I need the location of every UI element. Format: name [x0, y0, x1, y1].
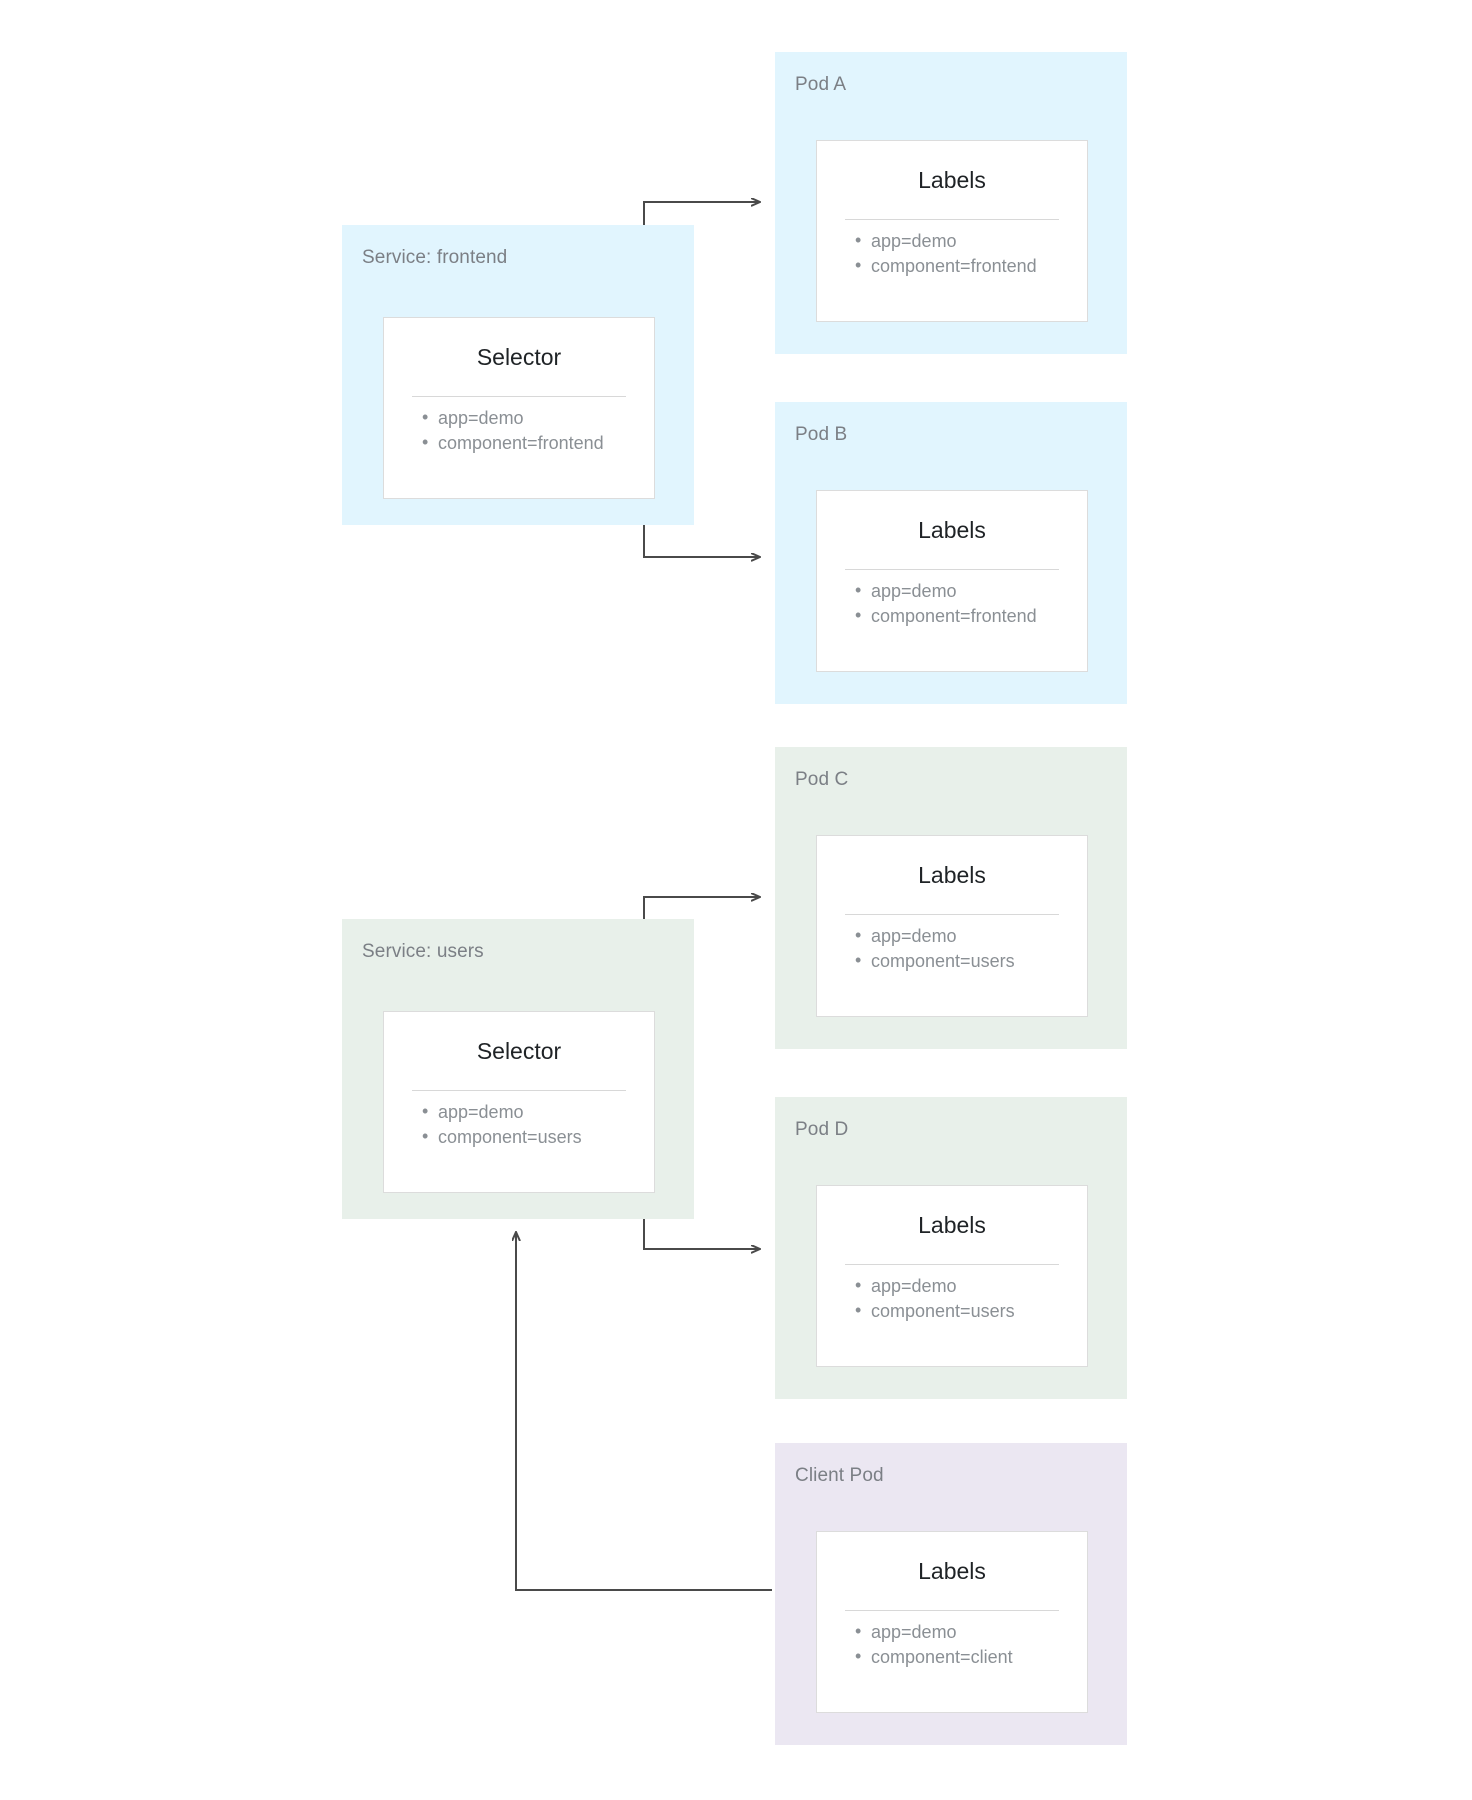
card-divider [412, 396, 626, 397]
label-list: app=demo component=users [847, 1273, 1075, 1324]
group-title-pod-c: Pod C [795, 769, 849, 790]
list-item: app=demo [855, 1273, 1075, 1299]
card-selector-frontend[interactable]: Selector app=demo component=frontend [383, 317, 655, 499]
card-title: Labels [918, 1212, 986, 1238]
label-list: app=demo component=users [847, 923, 1075, 974]
label-list: app=demo component=frontend [847, 578, 1075, 629]
card-labels-pod-b[interactable]: Labels app=demo component=frontend [816, 490, 1088, 672]
group-title-service-frontend: Service: frontend [362, 247, 508, 268]
group-title-pod-a: Pod A [795, 74, 847, 95]
group-client-pod[interactable]: Client Pod Labels app=demo component=cli… [775, 1443, 1127, 1745]
card-selector-users[interactable]: Selector app=demo component=users [383, 1011, 655, 1193]
group-service-users[interactable]: Service: users Selector app=demo compone… [342, 919, 694, 1219]
list-item: app=demo [422, 1099, 642, 1125]
card-labels-pod-d[interactable]: Labels app=demo component=users [816, 1185, 1088, 1367]
card-title: Selector [476, 344, 562, 370]
label-list: app=demo component=client [847, 1619, 1075, 1670]
card-divider [845, 1610, 1059, 1611]
card-divider [845, 914, 1059, 915]
group-title-service-users: Service: users [362, 941, 484, 962]
label-list: app=demo component=frontend [414, 405, 642, 456]
card-divider [845, 219, 1059, 220]
label-list: app=demo component=frontend [847, 228, 1075, 279]
connector-client-to-users-service [516, 1232, 772, 1591]
list-item: component=client [855, 1644, 1075, 1670]
card-divider [845, 1264, 1059, 1265]
list-item: component=frontend [855, 603, 1075, 629]
group-pod-b[interactable]: Pod B Labels app=demo component=frontend [775, 402, 1127, 704]
card-title: Labels [918, 167, 986, 193]
card-title: Selector [476, 1038, 562, 1064]
group-pod-c[interactable]: Pod C Labels app=demo component=users [775, 747, 1127, 1049]
group-pod-a[interactable]: Pod A Labels app=demo component=frontend [775, 52, 1127, 354]
list-item: app=demo [855, 1619, 1075, 1645]
list-item: component=frontend [855, 253, 1075, 279]
card-title: Labels [918, 1558, 986, 1584]
card-labels-client-pod[interactable]: Labels app=demo component=client [816, 1531, 1088, 1713]
list-item: component=frontend [422, 430, 642, 456]
card-labels-pod-c[interactable]: Labels app=demo component=users [816, 835, 1088, 1017]
list-item: component=users [855, 1298, 1075, 1324]
list-item: component=users [855, 948, 1075, 974]
group-title-pod-d: Pod D [795, 1119, 849, 1140]
list-item: app=demo [855, 923, 1075, 949]
list-item: app=demo [422, 405, 642, 431]
group-title-client-pod: Client Pod [795, 1465, 884, 1486]
card-labels-pod-a[interactable]: Labels app=demo component=frontend [816, 140, 1088, 322]
group-service-frontend[interactable]: Service: frontend Selector app=demo comp… [342, 225, 694, 525]
card-title: Labels [918, 517, 986, 543]
group-title-pod-b: Pod B [795, 424, 848, 445]
list-item: app=demo [855, 578, 1075, 604]
group-pod-d[interactable]: Pod D Labels app=demo component=users [775, 1097, 1127, 1399]
card-title: Labels [918, 862, 986, 888]
card-divider [845, 569, 1059, 570]
list-item: component=users [422, 1124, 642, 1150]
label-list: app=demo component=users [414, 1099, 642, 1150]
list-item: app=demo [855, 228, 1075, 254]
card-divider [412, 1090, 626, 1091]
